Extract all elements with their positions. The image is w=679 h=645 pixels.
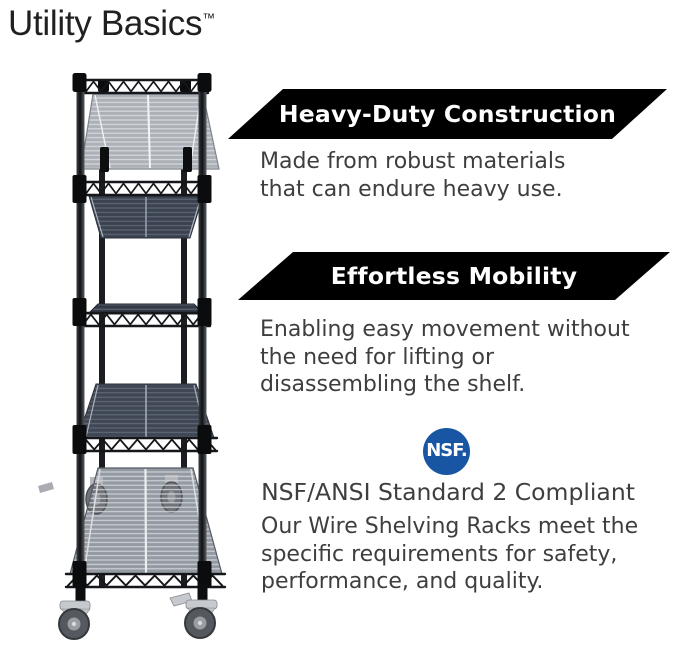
nsf-logo: NSF. [423, 428, 470, 475]
feature-banner-mobility: Effortless Mobility [238, 252, 670, 300]
rack-shelf-1 [80, 93, 220, 172]
rack-shelf-4 [77, 383, 215, 439]
rear-caster-wheels [38, 475, 183, 515]
rack-shelf-2 [88, 195, 204, 239]
rack-shelf-truss-edges [64, 78, 227, 589]
brand-name: Utility Basics [8, 4, 203, 43]
certification-description: Our Wire Shelving Racks meet the specifi… [261, 514, 639, 594]
caster-brake-lever [169, 592, 193, 607]
nsf-logo-text: NSF. [426, 440, 468, 461]
rack-shelf-3 [86, 303, 206, 315]
certification-headline: NSF/ANSI Standard 2 Compliant [261, 478, 635, 506]
front-caster-wheels [58, 584, 218, 640]
trademark-symbol: ™ [202, 10, 216, 26]
feature-description-construction: Made from robust materials that can endu… [260, 149, 566, 202]
feature-title-mobility: Effortless Mobility [330, 262, 578, 290]
brand-logo: Utility Basics™ [8, 4, 215, 44]
rack-front-poles [72, 73, 212, 600]
feature-description-mobility: Enabling easy movement without the need … [260, 317, 630, 397]
feature-title-construction: Heavy-Duty Construction [278, 100, 617, 128]
feature-banner-construction: Heavy-Duty Construction [228, 89, 667, 139]
rack-rear-poles [98, 79, 191, 588]
rack-shelf-5 [38, 467, 223, 575]
